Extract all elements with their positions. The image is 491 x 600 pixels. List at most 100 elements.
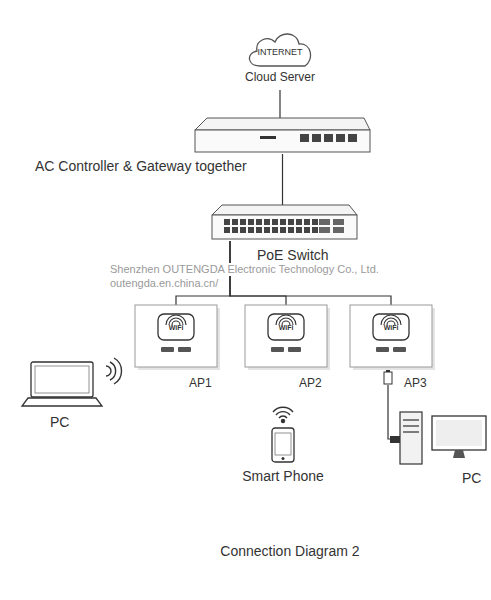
- connector: [279, 90, 280, 118]
- signal-arc: [276, 412, 290, 415]
- ethernet-port: [256, 219, 262, 225]
- screen-area: [35, 366, 89, 393]
- ethernet-port: [324, 134, 333, 142]
- signal-arc: [106, 366, 111, 376]
- monitor-screen: [436, 420, 482, 446]
- ap-label: AP3: [404, 377, 427, 391]
- wifi-logo-text: WiFi: [169, 324, 184, 332]
- access-point-shape: [350, 305, 432, 367]
- sfp-port: [333, 219, 344, 225]
- wireless-signal: [273, 407, 293, 422]
- wifi-icon-frame: [373, 314, 409, 340]
- drive-bay: [403, 431, 419, 433]
- ethernet-port: [288, 227, 294, 233]
- wifi-arc: [169, 318, 183, 325]
- poe-switch-shape: [212, 205, 357, 241]
- cloud-label: INTERNET: [258, 47, 303, 57]
- desktop-pc-shape: [400, 410, 488, 468]
- wifi-arc: [381, 315, 401, 325]
- ethernet-port: [224, 219, 230, 225]
- access-point: AP1: [135, 305, 217, 367]
- device-label: PC: [462, 470, 481, 486]
- ethernet-port: [304, 219, 310, 225]
- wifi-logo-text: WiFi: [384, 324, 399, 332]
- band-badge: [376, 347, 389, 352]
- access-point: AP2: [245, 305, 327, 367]
- ethernet-port: [312, 219, 318, 225]
- wifi-icon-frame: [158, 314, 194, 340]
- ethernet-port: [240, 219, 246, 225]
- cloud-shape: [249, 34, 310, 66]
- signal-dot: [282, 420, 285, 423]
- ethernet-port: [348, 134, 357, 142]
- sfp-port: [333, 227, 344, 233]
- ethernet-port: [296, 227, 302, 233]
- desktop-pc: PC: [400, 410, 488, 468]
- ethernet-port: [336, 134, 345, 142]
- wall-panel: [245, 305, 327, 367]
- ethernet-port: [264, 227, 270, 233]
- device-label: AC Controller & Gateway together: [35, 158, 247, 174]
- controller-device: AC Controller & Gateway together: [195, 118, 370, 154]
- wifi-arc: [384, 318, 398, 325]
- ethernet-port: [300, 134, 309, 142]
- access-point-shape: [245, 305, 327, 367]
- ethernet-port: [264, 219, 270, 225]
- ethernet-port: [312, 134, 321, 142]
- ethernet-port: [248, 219, 254, 225]
- smart-phone: Smart Phone: [272, 428, 294, 464]
- band-badge: [161, 347, 174, 352]
- device-front: [212, 215, 357, 239]
- device-front: [195, 130, 370, 152]
- laptop-screen: [31, 362, 93, 397]
- signal-arc: [273, 407, 293, 412]
- connector: [388, 385, 390, 439]
- signal-arc: [279, 416, 287, 418]
- wifi-icon-frame: [268, 314, 304, 340]
- pc-tower: [400, 412, 422, 464]
- wall-panel: [135, 305, 217, 367]
- wireless-signal: [106, 358, 122, 384]
- ethernet-port: [304, 227, 310, 233]
- home-button: [282, 457, 285, 460]
- laptop-base: [22, 398, 102, 406]
- device-top: [195, 118, 370, 130]
- rj45-plug: [384, 368, 392, 384]
- band-badge: [393, 347, 406, 352]
- smart-phone-shape: [272, 428, 294, 464]
- ethernet-port: [288, 219, 294, 225]
- ethernet-port: [224, 227, 230, 233]
- ethernet-port: [280, 227, 286, 233]
- ethernet-port: [232, 219, 238, 225]
- plug-body: [390, 436, 400, 443]
- ethernet-port: [248, 227, 254, 233]
- ethernet-port: [280, 219, 286, 225]
- band-badge: [178, 347, 191, 352]
- phone-body: [272, 428, 294, 462]
- ethernet-port: [240, 227, 246, 233]
- device-top: [212, 205, 357, 215]
- caption: Connection Diagram 2: [220, 543, 359, 559]
- monitor: [432, 416, 486, 450]
- signal-arc: [114, 358, 122, 384]
- drive-bay: [403, 419, 419, 421]
- cloud-node: INTERNET Cloud Server: [235, 28, 325, 90]
- ethernet-port: [272, 219, 278, 225]
- watermark: Shenzhen OUTENGDA Electronic Technology …: [110, 263, 379, 276]
- monitor-stand: [453, 450, 465, 458]
- ethernet-port: [256, 227, 262, 233]
- wifi-arc: [276, 315, 296, 325]
- phone-screen: [275, 433, 291, 455]
- cloud-caption: Cloud Server: [245, 71, 315, 85]
- band-badge: [271, 347, 284, 352]
- plug-body: [384, 372, 392, 384]
- watermark: outengda.en.china.cn/: [110, 277, 218, 290]
- connector: [282, 154, 283, 205]
- laptop-shape: [22, 362, 104, 408]
- device-label: PC: [50, 414, 69, 430]
- wall-panel: [350, 305, 432, 367]
- ethernet-port: [232, 227, 238, 233]
- wifi-arc: [279, 318, 293, 325]
